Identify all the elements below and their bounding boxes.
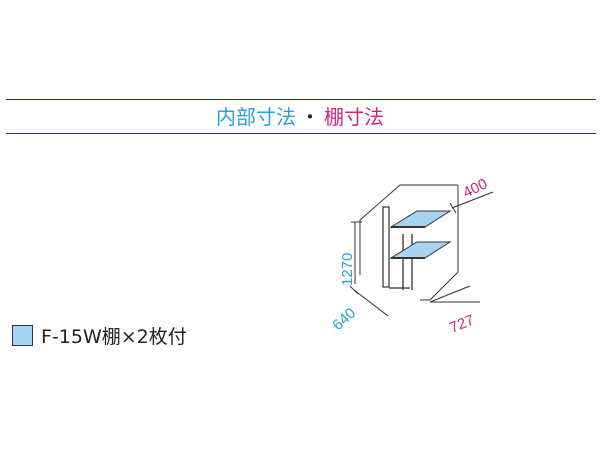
inner-dimensions-label: 内部寸法 (216, 105, 296, 129)
height-dimension-text: 1270 (339, 253, 356, 286)
lower-shelf (389, 241, 452, 259)
shelf-width-dimension-line (429, 285, 480, 303)
shelf-color-swatch (12, 324, 33, 346)
height-dimension-line (351, 221, 362, 284)
section-heading: 内部寸法・棚寸法 (0, 104, 600, 130)
shelf-depth-dimension-text: 400 (460, 175, 490, 201)
heading-separator: ・ (300, 105, 320, 129)
shelf-legend: F-15W棚×2枚付 (12, 322, 187, 348)
top-divider (6, 99, 596, 100)
shelf-dimensions-label: 棚寸法 (324, 105, 384, 129)
cabinet-frame (359, 184, 459, 301)
front-post (382, 206, 390, 288)
upper-shelf (389, 210, 452, 228)
depth-dimension-line (349, 285, 389, 317)
shelf-supports (389, 234, 413, 290)
shelf-legend-text: F-15W棚×2枚付 (41, 325, 187, 348)
bottom-divider (6, 133, 596, 134)
shelf-width-dimension-text: 727 (447, 312, 477, 337)
shelf-depth-dimension-line (449, 191, 494, 214)
depth-dimension-text: 640 (329, 305, 359, 334)
